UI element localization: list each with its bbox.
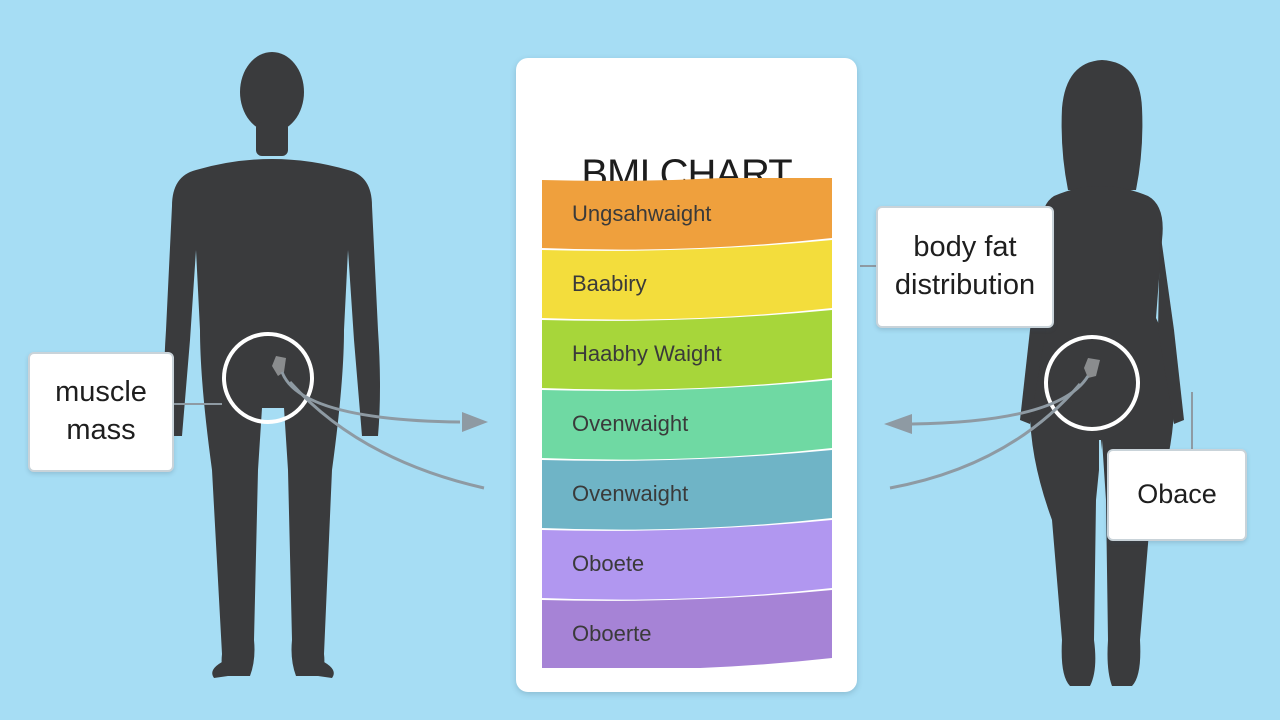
focus-ring-right xyxy=(1044,335,1140,431)
focus-ring-left xyxy=(222,332,314,424)
obese-label: Obace xyxy=(1137,479,1217,510)
bmi-band-label: Ovenwaight xyxy=(572,481,688,506)
bmi-band-label: Oboete xyxy=(572,551,644,576)
arrow-line-left-upper xyxy=(280,371,461,424)
bmi-band-6 xyxy=(542,520,832,600)
bmi-band-4 xyxy=(542,380,832,460)
bmi-band-2 xyxy=(542,240,832,320)
arrow-head-right xyxy=(884,414,912,434)
arrow-line-left-lower xyxy=(288,380,485,490)
bmi-band-label: Ovenwaight xyxy=(572,411,688,436)
muscle-mass-callout: muscle mass xyxy=(28,352,174,472)
bmi-band-label: Haabhy Waight xyxy=(572,341,722,366)
bmi-band-label: Baabiry xyxy=(572,271,647,296)
bmi-band-label: Ungsahwaight xyxy=(572,201,711,226)
bmi-band-7 xyxy=(542,590,832,668)
bmi-band-5 xyxy=(542,450,832,530)
body-fat-distribution-label: body fat distribution xyxy=(894,231,1036,301)
arrow-line-right-lower xyxy=(889,383,1082,490)
obese-callout: Obace xyxy=(1107,449,1247,541)
body-fat-distribution-callout: body fat distribution xyxy=(876,206,1054,328)
bmi-band-1 xyxy=(542,178,832,250)
muscle-mass-label: muscle mass xyxy=(55,376,147,446)
bmi-band-3 xyxy=(542,310,832,390)
bmi-band-label: Oboerte xyxy=(572,621,652,646)
arrow-head-left xyxy=(462,412,488,432)
